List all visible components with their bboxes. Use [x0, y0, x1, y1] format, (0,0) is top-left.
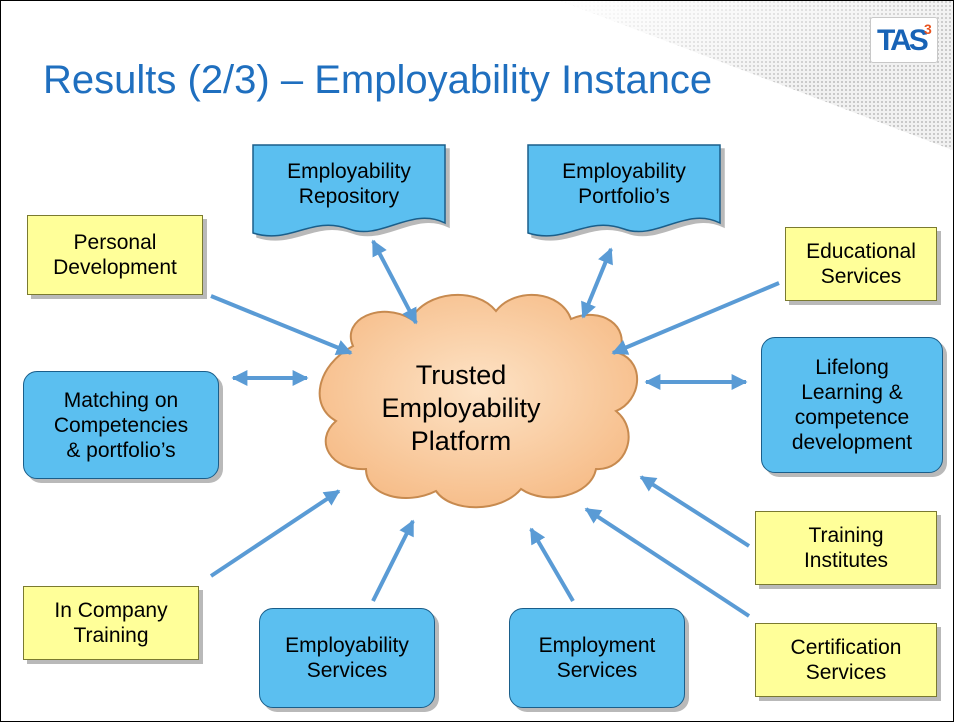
- arrow-training-institutes: [639, 475, 751, 548]
- arrow-educational-services: [611, 281, 780, 355]
- node-certification-services: Certification Services: [755, 623, 937, 697]
- node-employability-services: Employability Services: [259, 608, 435, 708]
- arrow-certification-services: [584, 507, 751, 618]
- node-employability-portfolios: Employability Portfolio’s: [562, 160, 686, 208]
- node-training-institutes: Training Institutes: [755, 511, 937, 585]
- employability-portfolios-doc-shape: [527, 144, 721, 237]
- node-employment-services: Employment Services: [509, 608, 685, 708]
- arrow-employability-repository: [371, 239, 418, 325]
- node-in-company-training: In Company Training: [23, 586, 199, 660]
- node-lifelong-learning: Lifelong Learning & competence developme…: [761, 337, 943, 473]
- arrow-employability-portfolios: [581, 247, 613, 319]
- node-educational-services: Educational Services: [785, 227, 937, 301]
- slide-title: Results (2/3) – Employability Instance: [43, 58, 713, 102]
- decorative-corner-pattern: [561, 1, 953, 151]
- node-employability-repository: Employability Repository: [287, 160, 411, 208]
- node-matching-competencies: Matching on Competencies & portfolio’s: [23, 371, 219, 479]
- center-platform-label: Trusted Employability Platform: [381, 360, 541, 456]
- logo-text: TAS: [877, 24, 929, 57]
- trusted-platform-cloud-shape: [318, 293, 638, 509]
- arrow-personal-development: [210, 294, 353, 355]
- employability-repository-doc-shape: [252, 144, 446, 237]
- arrow-employment-services: [529, 527, 575, 603]
- tas3-logo: TAS 3: [870, 17, 938, 63]
- logo-superscript: 3: [924, 21, 932, 37]
- node-personal-development: Personal Development: [27, 215, 203, 295]
- arrow-in-company-training: [209, 489, 341, 578]
- arrow-employability-services: [371, 519, 415, 602]
